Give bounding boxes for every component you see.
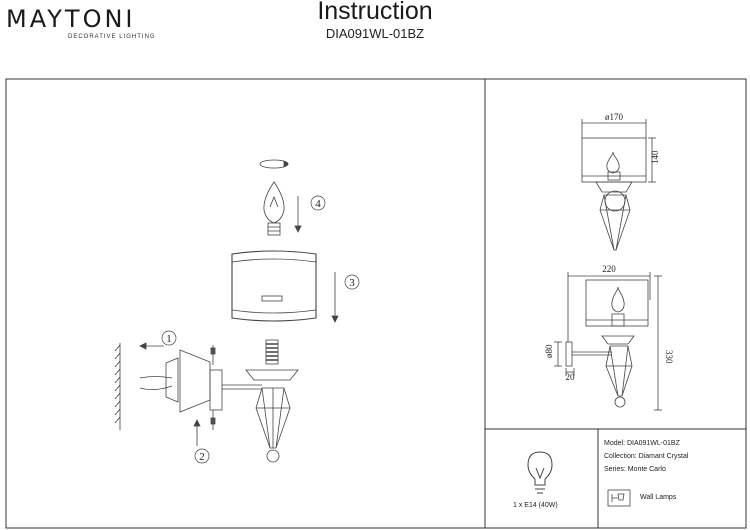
bobeche <box>245 369 299 381</box>
dim-base-diameter: ø80 <box>544 344 554 358</box>
bulb-spec: 1 x E14 (40W) <box>513 502 558 509</box>
bulb-icon <box>527 451 553 494</box>
category-label: Wall Lamps <box>640 494 677 501</box>
step-labels: 1 2 3 4 <box>161 195 360 464</box>
dim-top-diameter: ø170 <box>605 112 624 122</box>
wall-lamp-icon <box>607 489 631 507</box>
dim-top-height: 140 <box>650 150 660 164</box>
crystal-drop <box>266 449 280 463</box>
collection-label: Collection: Diamant Crystal <box>604 453 689 460</box>
step-badge <box>344 274 360 290</box>
bulb-base <box>267 222 281 236</box>
dim-height: 330 <box>664 350 674 364</box>
step-1-label: 1 <box>166 333 172 345</box>
step-badge <box>194 448 210 464</box>
shade-ring <box>261 295 283 302</box>
wall-hatch <box>114 343 121 430</box>
step-badge <box>310 195 326 211</box>
shade-top <box>581 137 647 183</box>
assembly-drawing <box>114 159 339 463</box>
model-code: DIA091WL-01BZ <box>325 26 425 41</box>
brand-name: MAYTONI <box>6 5 136 33</box>
model-label: Model: DIA091WL-01BZ <box>604 440 680 447</box>
brand-tagline: DECORATIVE LIGHTING <box>68 34 156 40</box>
series-label: Series: Monte Carlo <box>604 466 666 473</box>
step-3-label: 3 <box>349 277 355 289</box>
step-badge <box>161 330 177 346</box>
back-plate <box>209 369 223 411</box>
step-4-label: 4 <box>315 198 321 210</box>
wall-plate <box>179 349 211 413</box>
shade <box>231 250 317 322</box>
mounting-bracket <box>165 357 179 403</box>
bulb <box>263 181 285 224</box>
page-title: Instruction <box>317 0 433 25</box>
shade-side <box>585 279 649 327</box>
dim-base-depth: 20 <box>566 372 576 382</box>
dimension-drawing-side <box>554 272 662 411</box>
brand-logo: MAYTONI DECORATIVE LIGHTING <box>6 5 155 42</box>
dimension-drawing-top <box>581 119 656 251</box>
step-2-label: 2 <box>199 451 205 463</box>
wires <box>139 376 173 390</box>
dim-width: 220 <box>602 264 616 274</box>
outer-frame <box>5 78 747 529</box>
